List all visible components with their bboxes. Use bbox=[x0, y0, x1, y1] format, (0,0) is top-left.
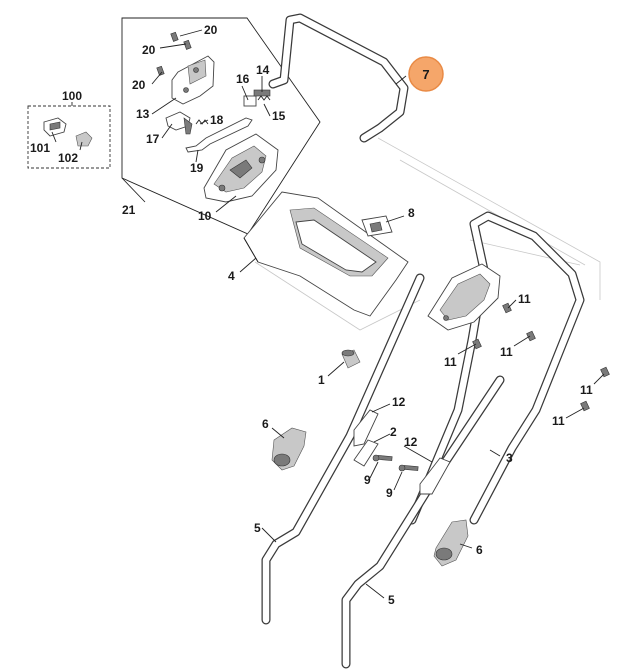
label-11-c: 11 bbox=[500, 345, 513, 359]
mounted-housing bbox=[427, 263, 501, 331]
label-11-d: 11 bbox=[580, 383, 593, 397]
label-11-a: 11 bbox=[518, 292, 531, 306]
washer-part-2[interactable] bbox=[353, 439, 379, 467]
label-7: 7 bbox=[422, 67, 429, 82]
bracket-part-13[interactable] bbox=[171, 55, 215, 105]
label-3: 3 bbox=[506, 451, 513, 465]
sticker-part-8[interactable] bbox=[361, 215, 393, 237]
label-12-top: 12 bbox=[392, 395, 406, 409]
label-4: 4 bbox=[228, 269, 235, 283]
upper-handle-part-3[interactable] bbox=[407, 211, 585, 525]
label-9-left: 9 bbox=[364, 473, 371, 487]
label-13: 13 bbox=[136, 107, 150, 121]
lower-handle-part-5-right[interactable] bbox=[341, 375, 505, 669]
part-labels: 7 20 20 20 13 17 18 19 16 14 15 10 21 10… bbox=[30, 23, 593, 607]
highlight-callout-7 bbox=[408, 56, 444, 92]
label-6-right: 6 bbox=[476, 543, 483, 557]
label-16: 16 bbox=[236, 72, 250, 86]
kit-part-102[interactable] bbox=[75, 131, 93, 147]
label-1: 1 bbox=[318, 373, 325, 387]
label-5-lower: 5 bbox=[388, 593, 395, 607]
label-101: 101 bbox=[30, 141, 50, 155]
rod-part-19[interactable] bbox=[185, 117, 253, 153]
label-11-e: 11 bbox=[552, 414, 565, 428]
label-20-mid: 20 bbox=[142, 43, 156, 57]
label-9-right: 9 bbox=[386, 486, 393, 500]
lever-part-17[interactable] bbox=[165, 111, 193, 135]
cover-part-4[interactable] bbox=[243, 191, 409, 317]
kit-part-101[interactable] bbox=[43, 117, 67, 137]
label-18: 18 bbox=[210, 113, 224, 127]
label-6-left: 6 bbox=[262, 417, 269, 431]
leader-lines bbox=[51, 29, 605, 599]
label-10: 10 bbox=[198, 209, 212, 223]
label-14: 14 bbox=[256, 63, 270, 77]
bolt-part-9[interactable] bbox=[372, 454, 419, 472]
label-8: 8 bbox=[408, 206, 415, 220]
inset-box-100 bbox=[27, 105, 111, 169]
lower-handle-part-5-left[interactable] bbox=[261, 273, 425, 625]
label-17: 17 bbox=[146, 132, 160, 146]
clip-part-12-left[interactable] bbox=[353, 409, 379, 447]
label-2: 2 bbox=[390, 425, 397, 439]
knob-part-1[interactable] bbox=[341, 349, 361, 369]
label-12-bottom: 12 bbox=[404, 435, 418, 449]
label-19: 19 bbox=[190, 161, 204, 175]
label-11-b: 11 bbox=[444, 355, 457, 369]
bail-handle-part-7[interactable] bbox=[268, 13, 409, 143]
screw-part-20[interactable] bbox=[156, 31, 192, 76]
label-20-low: 20 bbox=[132, 78, 146, 92]
mechanism-parts-14-16[interactable] bbox=[243, 89, 271, 107]
label-5-upper: 5 bbox=[254, 521, 261, 535]
label-15: 15 bbox=[272, 109, 286, 123]
inset-box-21 bbox=[121, 17, 321, 235]
label-102: 102 bbox=[58, 151, 78, 165]
label-21: 21 bbox=[122, 203, 136, 217]
clamp-lever-part-6-left[interactable] bbox=[271, 427, 307, 471]
clamp-lever-part-6-right[interactable] bbox=[433, 519, 469, 567]
clip-part-12-right[interactable] bbox=[419, 457, 451, 495]
label-100: 100 bbox=[62, 89, 82, 103]
label-20-top: 20 bbox=[204, 23, 218, 37]
housing-part-10[interactable] bbox=[203, 133, 279, 203]
